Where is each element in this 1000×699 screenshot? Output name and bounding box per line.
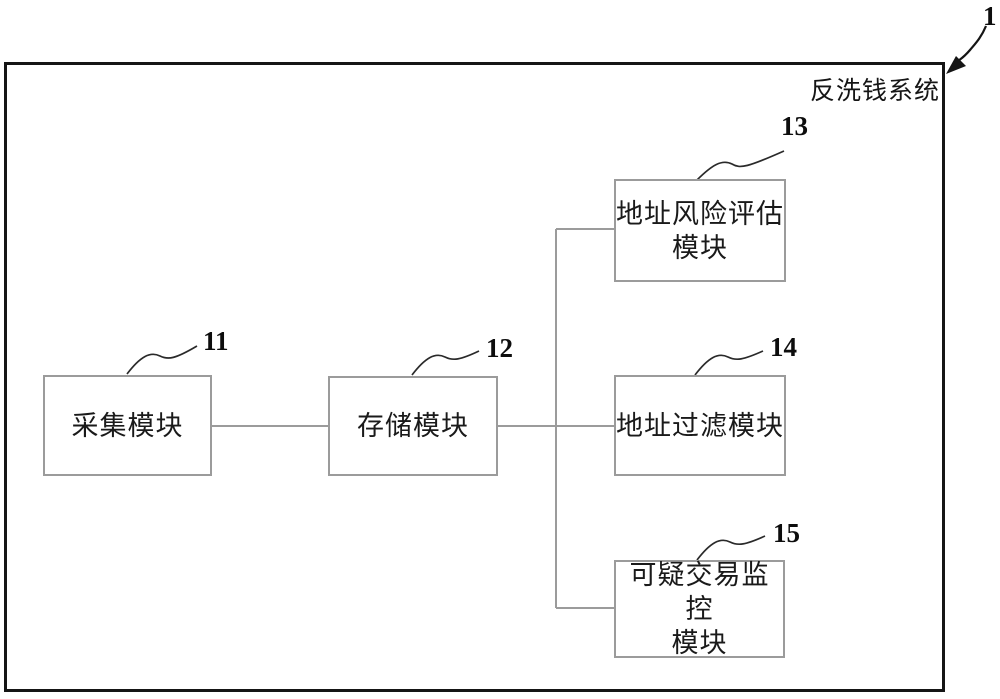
leader-line-11 [126, 345, 198, 375]
leader-line-15 [696, 535, 766, 561]
module-box-suspicious-monitor: 可疑交易监控 模块 [614, 560, 785, 658]
leader-line-12 [411, 350, 480, 376]
ref-label-12: 12 [486, 333, 513, 363]
ref-label-1: 1 [983, 1, 997, 31]
module-label-line1: 可疑交易监控 [629, 560, 770, 624]
ref-label-13: 13 [781, 111, 808, 141]
ref-label-14: 14 [770, 332, 797, 362]
ref-arrow-1 [946, 25, 988, 74]
ref-label-11: 11 [203, 326, 229, 356]
system-boundary-box [4, 62, 945, 692]
module-box-address-filter: 地址过滤模块 [614, 375, 786, 476]
leader-line-13 [696, 150, 785, 181]
module-box-storage: 存储模块 [328, 376, 498, 476]
module-label-line1: 地址风险评估 [616, 198, 784, 229]
system-title: 反洗钱系统 [809, 78, 940, 105]
module-label: 采集模块 [71, 410, 184, 441]
module-label-line2: 模块 [671, 628, 728, 658]
module-box-collect: 采集模块 [43, 375, 212, 476]
module-label: 存储模块 [357, 411, 469, 441]
module-box-address-risk: 地址风险评估 模块 [614, 179, 786, 282]
module-label: 地址过滤模块 [616, 410, 784, 441]
leader-line-14 [694, 350, 764, 376]
ref-arrow-1-head [946, 56, 966, 74]
module-label-line2: 模块 [672, 232, 728, 263]
ref-label-15: 15 [773, 518, 800, 548]
ref-arrow-1-shaft [957, 25, 988, 62]
